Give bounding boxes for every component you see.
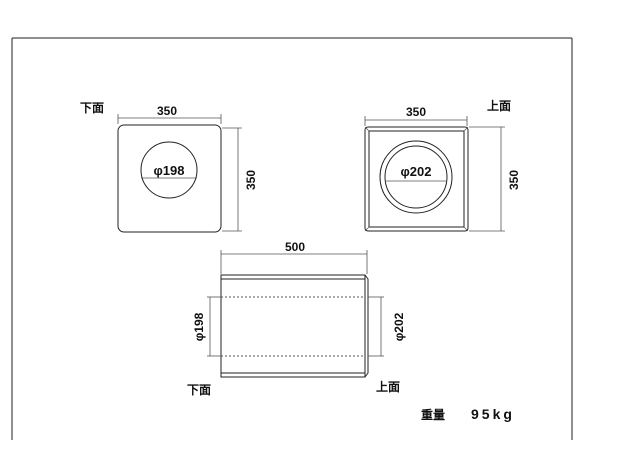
side-view: 500 φ198 φ202 下面 上面 bbox=[187, 240, 406, 397]
weight-note: 重量 95kg bbox=[421, 406, 515, 422]
top-view-label: 上面 bbox=[487, 98, 511, 113]
side-bottom-label: 下面 bbox=[187, 383, 211, 397]
length-dimension: 500 bbox=[285, 240, 305, 254]
bottom-view-label: 下面 bbox=[80, 101, 104, 115]
bottom-height-dimension: 350 bbox=[244, 170, 258, 190]
top-width-dimension: 350 bbox=[406, 105, 426, 119]
right-diameter-dimension: φ202 bbox=[392, 312, 406, 341]
bottom-view: 下面 350 φ198 350 bbox=[80, 101, 258, 233]
top-hole-dimension: φ202 bbox=[401, 164, 432, 179]
left-diameter-dimension: φ198 bbox=[192, 312, 206, 341]
top-view: 上面 350 φ202 350 bbox=[364, 98, 521, 232]
drawing-frame bbox=[11, 37, 573, 440]
side-top-label: 上面 bbox=[376, 379, 400, 394]
top-height-dimension: 350 bbox=[507, 170, 521, 190]
bottom-hole-dimension: φ198 bbox=[154, 163, 185, 178]
bottom-width-dimension: 350 bbox=[157, 104, 177, 118]
weight-value: 95kg bbox=[471, 406, 515, 422]
weight-label: 重量 bbox=[421, 407, 445, 422]
